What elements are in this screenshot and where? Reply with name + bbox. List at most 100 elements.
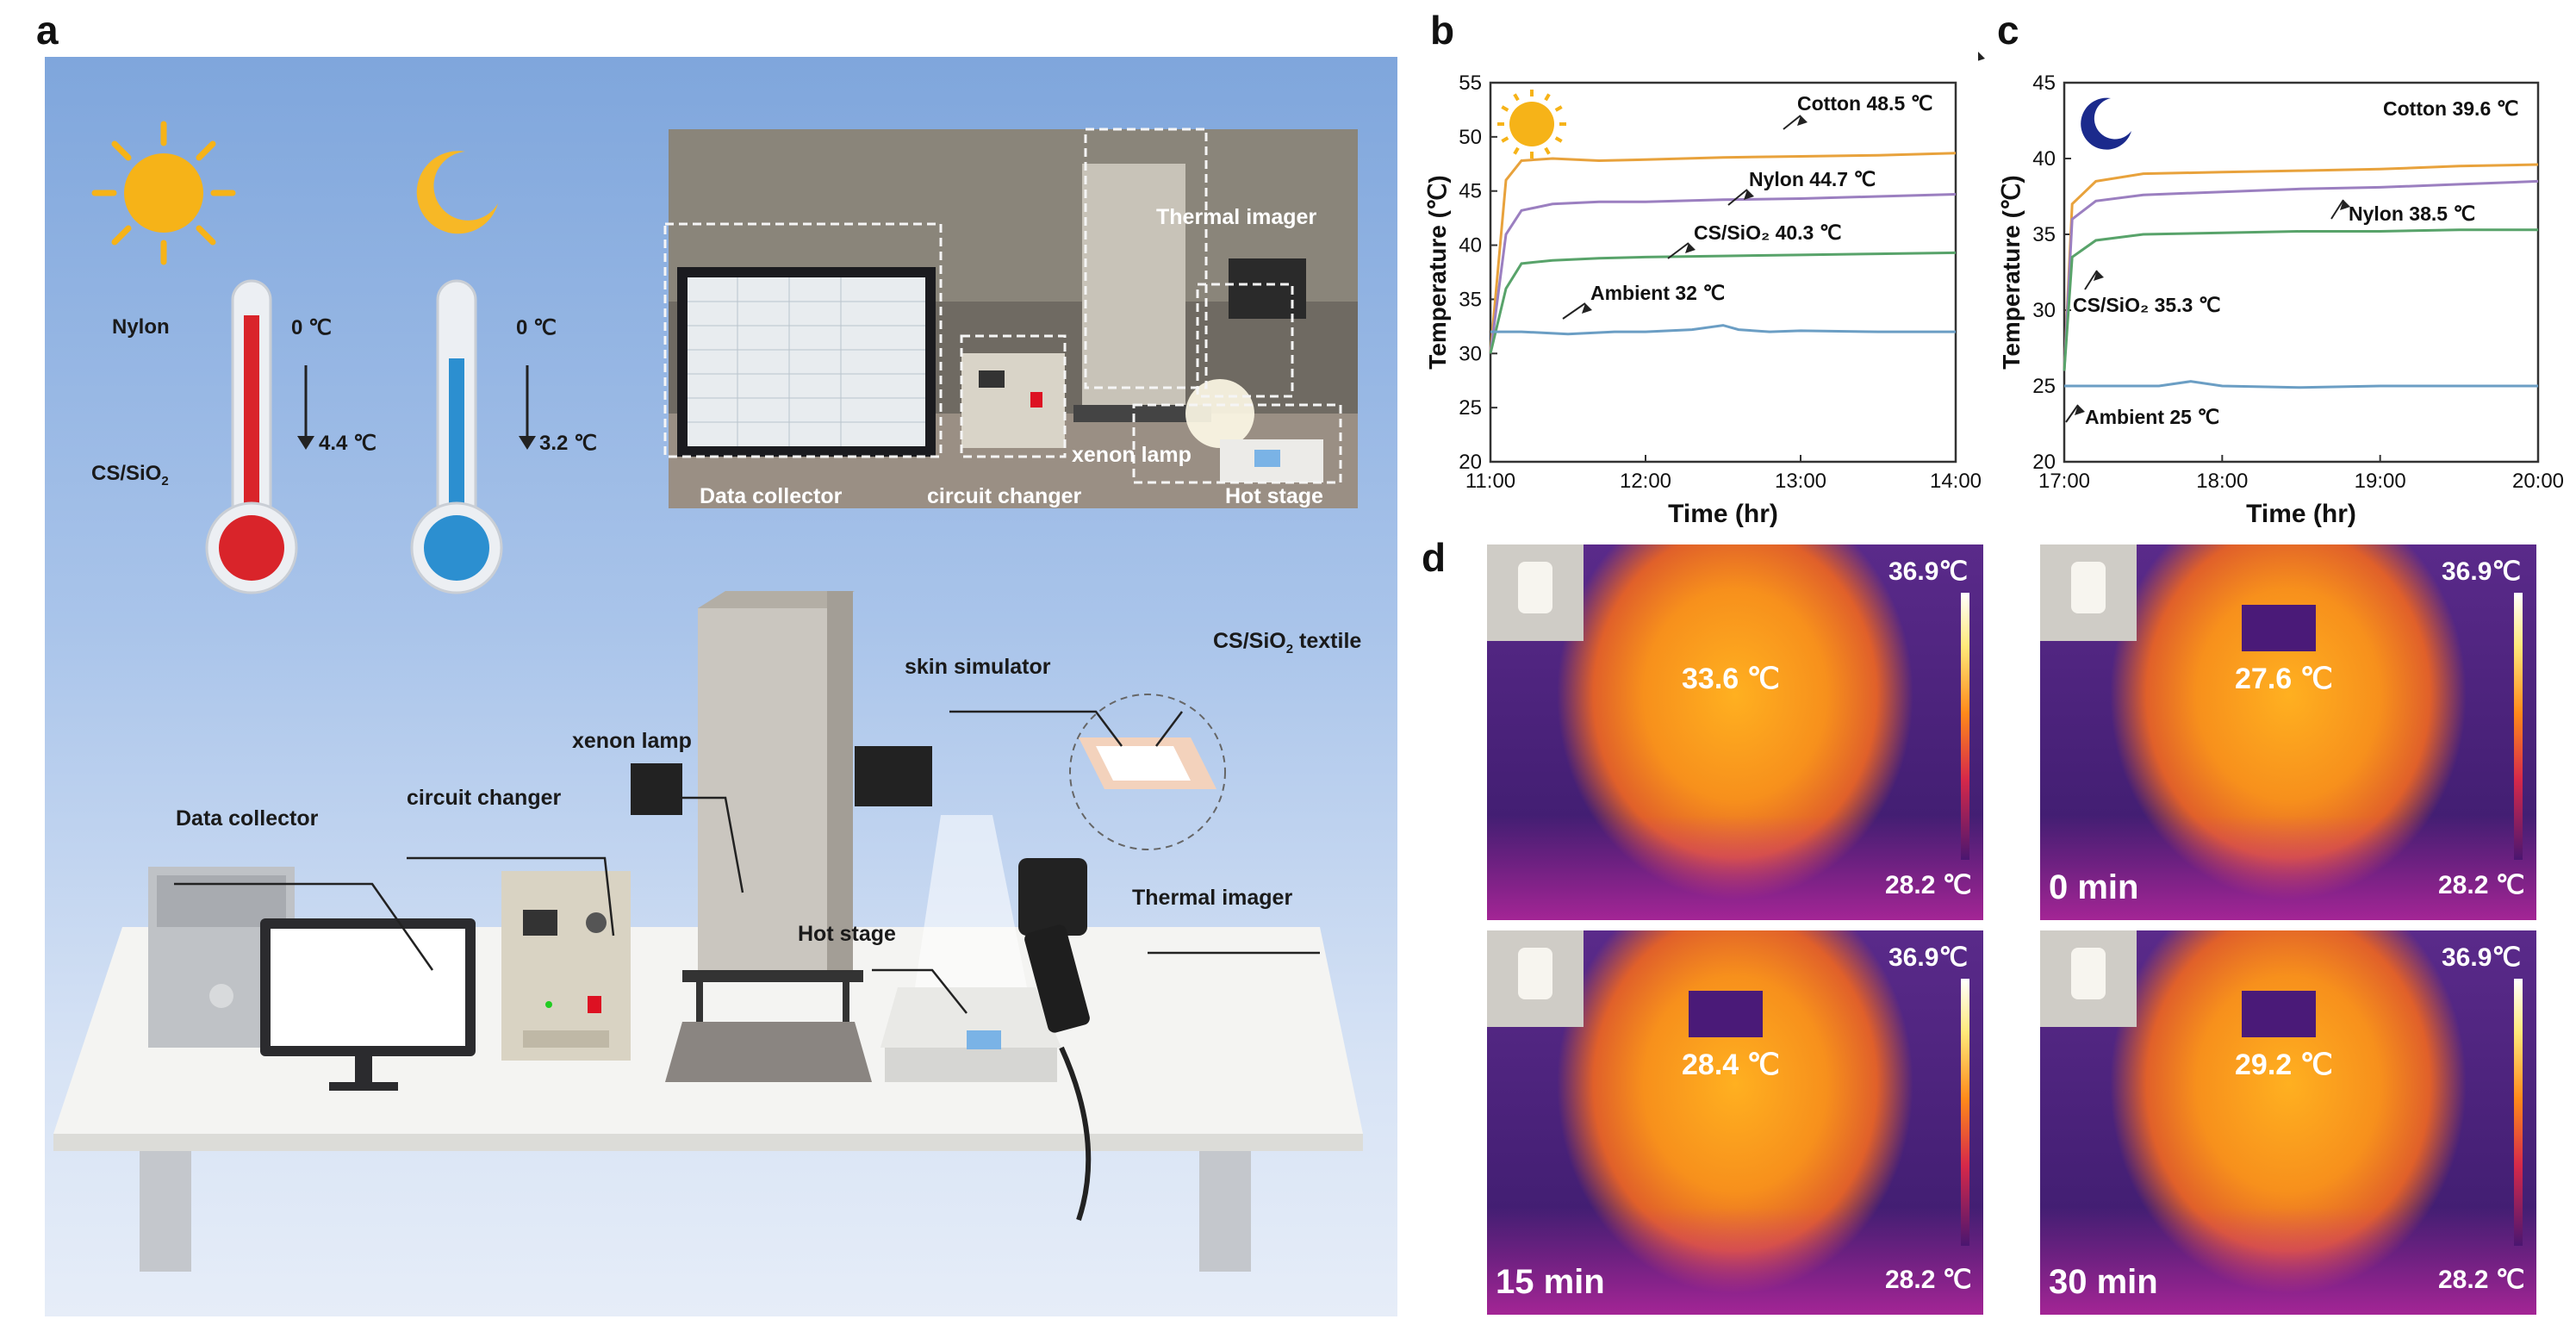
sun-ray xyxy=(1513,146,1520,155)
annotation-arrow xyxy=(1667,242,1689,259)
plot-frame xyxy=(2063,81,2540,464)
sun-ray xyxy=(1513,93,1520,102)
y-tick-label: 20 xyxy=(2032,451,2056,474)
sun-ray xyxy=(1501,105,1509,112)
sun-delta-temp: 4.4 ℃ xyxy=(319,432,376,455)
panel-letter-b: b xyxy=(1430,8,1455,53)
cs-sio2-label: CS/SiO2 xyxy=(91,462,169,488)
y-axis-label: Temperature (℃) xyxy=(1424,175,1451,369)
thermal-image-1: 33.6 ℃ 36.9℃ 28.2 ℃ xyxy=(1487,544,1983,920)
panel-letter-c: c xyxy=(1997,8,2019,53)
x-tick-label: 11:00 xyxy=(1465,470,1515,493)
y-tick-label: 40 xyxy=(2032,147,2056,171)
diagram-label-data-collector: Data collector xyxy=(176,806,319,831)
x-tick-label: 19:00 xyxy=(2355,470,2406,493)
sun-icon xyxy=(1497,90,1566,159)
thermal-bg xyxy=(2040,544,2536,920)
sun-ray xyxy=(1554,136,1563,143)
annotation-arrowhead xyxy=(1685,243,1696,253)
moon-delta-temp: 3.2 ℃ xyxy=(539,432,597,455)
diagram-label-thermal-imager: Thermal imager xyxy=(1132,886,1293,910)
sun-top-temp: 0 ℃ xyxy=(291,316,332,339)
thermal-image-4: 29.2 ℃ 36.9℃ 28.2 ℃ 30 min xyxy=(2040,930,2536,1315)
time-label: 0 min xyxy=(2049,868,2139,906)
annotation-arrow xyxy=(2084,270,2098,290)
annotation-arrowhead xyxy=(1978,52,1985,61)
annotation-arrowhead xyxy=(1582,303,1592,314)
moon-top-temp: 0 ℃ xyxy=(516,316,557,339)
thermal-image-2: 27.6 ℃ 36.9℃ 28.2 ℃ 0 min xyxy=(2040,544,2536,920)
annotation-arrowhead xyxy=(2094,271,2104,281)
sun-disc xyxy=(1509,102,1554,146)
plot-frame xyxy=(1489,81,1957,464)
textile-patch xyxy=(2242,991,2316,1037)
annotation-arrow xyxy=(2065,404,2079,423)
person-thumbnail xyxy=(1487,544,1584,641)
moon-icon xyxy=(416,151,498,234)
series-label: Nylon 44.7 ℃ xyxy=(1749,168,1876,190)
sun-ray xyxy=(1544,146,1551,155)
annotation-arrowhead xyxy=(2340,200,2350,210)
x-axis-label: Time (hr) xyxy=(1668,500,1778,528)
y-tick-label: 45 xyxy=(1459,180,1482,203)
panel-a-artwork xyxy=(53,121,1363,1272)
x-tick-label: 13:00 xyxy=(1775,470,1826,493)
light-beam xyxy=(915,815,1027,987)
series-line-nylon xyxy=(1489,193,1957,354)
series-label: Nylon 38.5 ℃ xyxy=(2349,202,2475,225)
textile-patch xyxy=(1689,991,1763,1037)
series-line-ambient xyxy=(1490,324,1956,336)
circuit-changer xyxy=(501,871,631,1061)
moon-shape xyxy=(2081,97,2131,150)
x-tick-label: 17:00 xyxy=(2038,470,2090,493)
center-temp: 33.6 ℃ xyxy=(1682,663,1780,695)
x-axis-label: Time (hr) xyxy=(2246,500,2356,528)
sun-ray xyxy=(1544,93,1551,102)
diagram-label-textile: CS/SiO2 textile xyxy=(1213,629,1362,656)
scale-min: 28.2 ℃ xyxy=(1885,871,1972,899)
x-tick-label: 18:00 xyxy=(2196,470,2248,493)
series-label: CS/SiO₂ 40.3 ℃ xyxy=(1694,221,1842,244)
time-label: 30 min xyxy=(2049,1263,2158,1301)
x-tick-label: 20:00 xyxy=(2512,470,2564,493)
annotation-arrowhead xyxy=(1797,115,1808,126)
scale-max: 36.9℃ xyxy=(1888,943,1969,972)
annotation-arrowhead xyxy=(2075,405,2085,415)
colorbar xyxy=(2514,593,2523,860)
series-line-nylon xyxy=(2063,179,2539,371)
diagram-label-skin-simulator: skin simulator xyxy=(905,655,1051,679)
scale-max: 36.9℃ xyxy=(2442,943,2522,972)
sun-ray xyxy=(1554,105,1563,112)
annotation-arrow xyxy=(1562,302,1586,320)
annotation-arrow xyxy=(1727,189,1748,206)
center-temp: 29.2 ℃ xyxy=(2235,1048,2333,1081)
thermal-image-3: 28.4 ℃ 36.9℃ 28.2 ℃ 15 min xyxy=(1487,930,1983,1315)
series-label: Cotton 48.5 ℃ xyxy=(1797,92,1932,115)
series-line-cotton xyxy=(1489,152,1957,354)
panel-letter-d: d xyxy=(1422,535,1447,580)
nylon-label: Nylon xyxy=(112,315,170,339)
hot-stage xyxy=(880,987,1061,1082)
scale-min: 28.2 ℃ xyxy=(2438,871,2525,899)
series-line-ambient xyxy=(2064,380,2538,389)
time-label: 15 min xyxy=(1496,1263,1605,1301)
series-label: Ambient 25 ℃ xyxy=(2085,406,2219,428)
moon-icon xyxy=(2081,97,2131,150)
thermal-imager-device xyxy=(1018,858,1092,1221)
photo-label-hot-stage: Hot stage xyxy=(1225,484,1323,508)
computer-monitor xyxy=(260,918,476,1091)
diagram-label-xenon-lamp: xenon lamp xyxy=(572,729,692,753)
series-line-cotton xyxy=(2063,163,2539,371)
annotation-arrow xyxy=(1783,115,1801,130)
y-tick-label: 25 xyxy=(2032,375,2056,398)
y-tick-label: 35 xyxy=(1459,288,1482,311)
series-label: CS/SiO₂ 35.3 ℃ xyxy=(2073,294,2221,316)
scale-min: 28.2 ℃ xyxy=(1885,1266,1972,1294)
textile-patch xyxy=(2242,605,2316,651)
colorbar xyxy=(2514,979,2523,1246)
y-tick-label: 50 xyxy=(1459,126,1482,149)
colorbar xyxy=(1961,979,1969,1246)
y-axis-label: Temperature (℃) xyxy=(1998,175,2025,369)
